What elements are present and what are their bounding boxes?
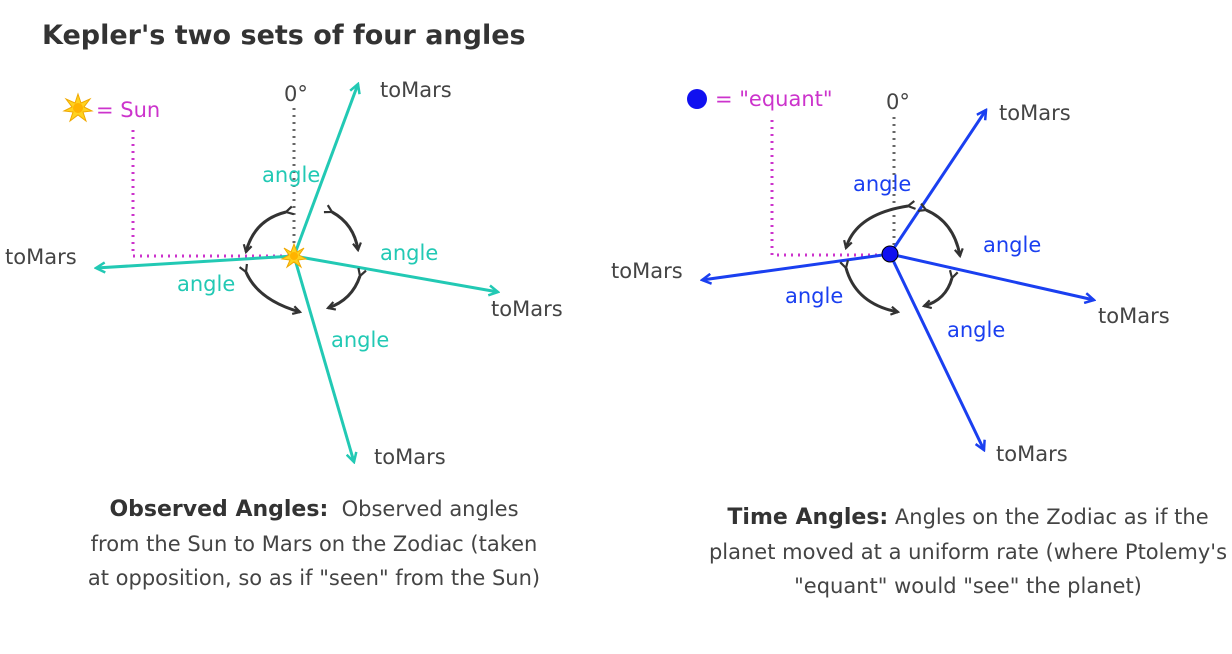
angle-label-left: angle (785, 284, 843, 308)
angle-arc-lower-right (924, 278, 952, 306)
observed-angles-text: Observed angles from the Sun to Mars on … (87, 497, 541, 590)
ray-up (292, 84, 358, 257)
angle-arc-upper-right (926, 210, 960, 256)
angle-label-right: angle (983, 233, 1041, 257)
angle-label-upper: angle (853, 172, 911, 196)
to-mars-label-right: toMars (1098, 304, 1170, 328)
ray-left (702, 252, 891, 280)
angle-arc-upper-right (332, 212, 358, 250)
to-mars-label-up: toMars (380, 78, 452, 102)
angle-arc-lower-left (846, 268, 898, 312)
ray-left (96, 254, 295, 268)
to-mars-label-left: toMars (5, 245, 77, 269)
zero-degree-label: 0° (284, 82, 308, 106)
angle-arc-lower-left (246, 272, 300, 312)
angle-label-lower: angle (331, 328, 389, 352)
equant-leader-line (770, 120, 888, 257)
center-equant-dot (881, 245, 899, 263)
angle-label-right: angle (380, 241, 438, 265)
sun-leader-line (131, 130, 293, 258)
time-angles-text: Angles on the Zodiac as if the planet mo… (708, 505, 1228, 598)
zero-degree-label: 0° (886, 90, 910, 114)
to-mars-label-left: toMars (611, 259, 683, 283)
to-mars-label-down: toMars (996, 442, 1068, 466)
angle-label-lower: angle (947, 318, 1005, 342)
observed-angles-caption: Observed Angles: Observed angles from th… (86, 492, 542, 595)
to-mars-label-right: toMars (491, 297, 563, 321)
ray-right (889, 252, 1094, 300)
to-mars-label-down: toMars (374, 445, 446, 469)
time-angles-caption: Time Angles: Angles on the Zodiac as if … (704, 500, 1232, 603)
angle-arc-lower-right (328, 276, 360, 308)
angle-arc-upper-left (246, 212, 286, 252)
equant-dot-icon (687, 89, 707, 109)
angle-label-upper: angle (262, 163, 320, 187)
angle-label-left: angle (177, 272, 235, 296)
page-title: Kepler's two sets of four angles (42, 20, 526, 51)
to-mars-label-up: toMars (999, 101, 1071, 125)
sun-icon (62, 92, 94, 123)
observed-angles-heading: Observed Angles: (109, 497, 329, 522)
left-diagram: = Sun 0° angle angle angle angle toMars … (5, 78, 563, 469)
sun-legend-label: = Sun (96, 98, 160, 122)
ray-down (292, 255, 354, 462)
time-angles-heading: Time Angles: (727, 505, 889, 530)
equant-legend-label: = "equant" (715, 87, 833, 111)
ray-down (888, 253, 984, 450)
angle-arc-upper-left (846, 206, 908, 248)
right-diagram: = "equant" 0° angle angle angle angle to… (611, 87, 1170, 466)
ray-right (293, 254, 498, 292)
